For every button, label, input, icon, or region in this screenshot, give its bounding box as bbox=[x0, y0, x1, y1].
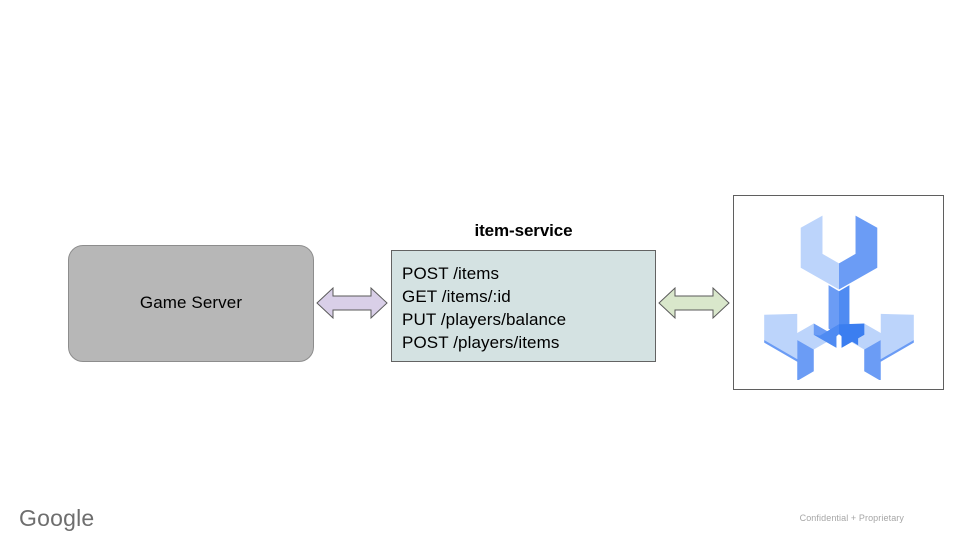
game-server-label: Game Server bbox=[139, 293, 243, 313]
item-service-title: item-service bbox=[474, 221, 573, 240]
double-arrow-shape bbox=[316, 286, 388, 320]
connector-item-service-to-agones[interactable] bbox=[658, 283, 730, 323]
game-server-node[interactable]: Game Server bbox=[68, 245, 314, 362]
google-wordmark: Google bbox=[19, 505, 95, 531]
endpoint-item: POST /players/items bbox=[402, 333, 560, 352]
endpoint-item: POST /items bbox=[402, 264, 500, 283]
confidentiality-notice: Confidential + Proprietary bbox=[799, 513, 904, 523]
double-arrow-shape bbox=[658, 286, 730, 320]
endpoint-item: PUT /players/balance bbox=[402, 310, 567, 329]
item-service-node[interactable]: POST /items GET /items/:id PUT /players/… bbox=[391, 250, 656, 362]
agones-logo-frame bbox=[733, 195, 944, 390]
connector-game-server-to-item-service[interactable] bbox=[316, 283, 388, 323]
agones-icon bbox=[763, 215, 914, 380]
endpoint-item: GET /items/:id bbox=[402, 287, 511, 306]
